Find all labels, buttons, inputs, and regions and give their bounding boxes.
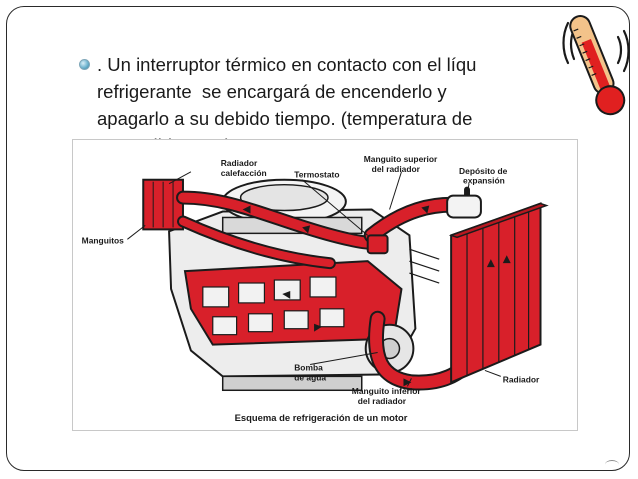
bullet-line-2: refrigerante se encargará de encenderlo … bbox=[97, 81, 447, 102]
label-bomba-2: de agua bbox=[294, 372, 326, 382]
cooling-diagram: Radiador calefacción Termostato Manguito… bbox=[72, 139, 578, 431]
bullet-line-3: apagarlo a su debido tiempo. (temperatur… bbox=[97, 108, 473, 129]
label-bomba-1: Bomba bbox=[294, 362, 323, 372]
bullet-text: . Un interruptor térmico en contacto con… bbox=[79, 51, 571, 149]
expansion-tank bbox=[446, 194, 482, 219]
radiator bbox=[448, 202, 549, 384]
thermostat bbox=[366, 234, 389, 255]
label-manguitos: Manguitos bbox=[82, 235, 124, 245]
label-manguito-inferior-1: Manguito inferior bbox=[352, 386, 422, 396]
bullet-line-1: . Un interruptor térmico en contacto con… bbox=[97, 54, 477, 75]
flow-arrows bbox=[242, 205, 511, 387]
label-radiador-calefaccion-1: Radiador bbox=[221, 158, 258, 168]
label-radiador: Radiador bbox=[503, 374, 540, 384]
label-manguito-superior-2: del radiador bbox=[372, 164, 421, 174]
label-manguito-superior-1: Manguito superior bbox=[364, 154, 438, 164]
heater-core bbox=[142, 178, 184, 231]
page-corner-mark bbox=[605, 460, 619, 469]
diagram-caption: Esquema de refrigeración de un motor bbox=[235, 412, 408, 423]
thermometer-icon bbox=[562, 15, 630, 116]
label-radiador-calefaccion-2: calefacción bbox=[221, 168, 267, 178]
bullet-icon bbox=[79, 59, 90, 70]
leader-lines bbox=[127, 171, 501, 387]
label-manguito-inferior-2: del radiador bbox=[358, 396, 407, 406]
label-deposito-2: expansión bbox=[463, 176, 505, 186]
diagram-labels: Radiador calefacción Termostato Manguito… bbox=[82, 154, 540, 406]
label-termostato: Termostato bbox=[294, 170, 339, 180]
label-deposito-1: Depósito de bbox=[459, 166, 508, 176]
